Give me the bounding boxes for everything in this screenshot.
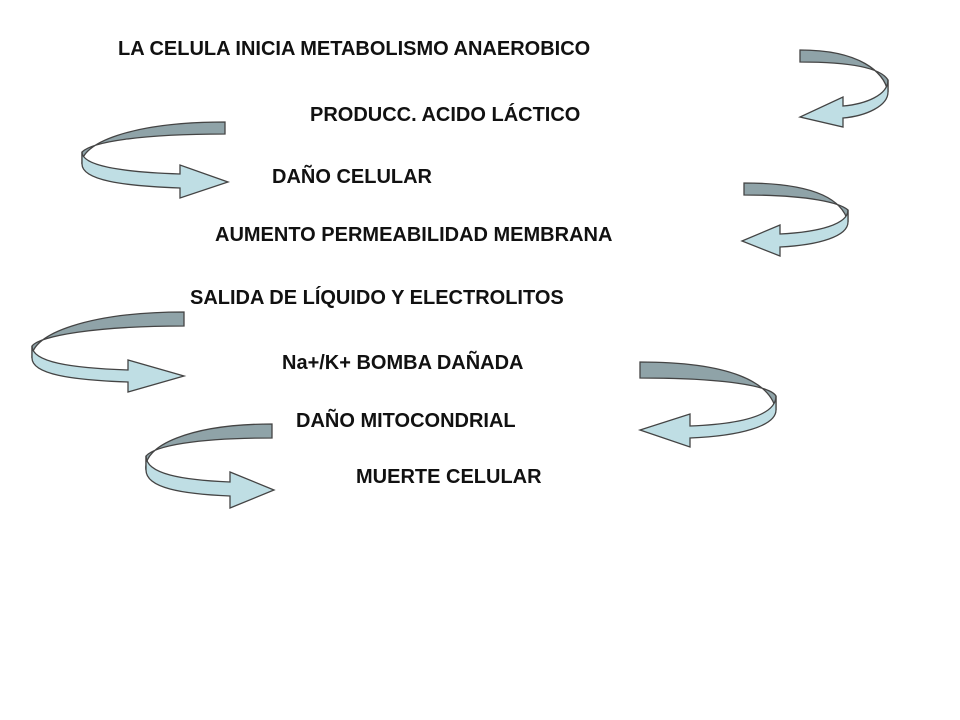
curved-arrow-icon (81, 121, 230, 199)
curved-arrow-icon (637, 361, 777, 448)
step-4: AUMENTO PERMEABILIDAD MEMBRANA (215, 224, 613, 246)
curved-arrow-icon (145, 423, 276, 509)
step-3: DAÑO CELULAR (272, 166, 432, 188)
step-5: SALIDA DE LÍQUIDO Y ELECTROLITOS (190, 287, 564, 309)
curved-arrow-icon (798, 49, 889, 128)
step-2: PRODUCC. ACIDO LÁCTICO (310, 104, 581, 126)
curved-arrow-icon (31, 311, 187, 393)
step-8: MUERTE CELULAR (356, 466, 542, 488)
step-1: LA CELULA INICIA METABOLISMO ANAEROBICO (118, 38, 591, 60)
curved-arrow-icon (740, 182, 849, 257)
step-6: Na+/K+ BOMBA DAÑADA (282, 352, 524, 374)
step-7: DAÑO MITOCONDRIAL (296, 410, 516, 432)
